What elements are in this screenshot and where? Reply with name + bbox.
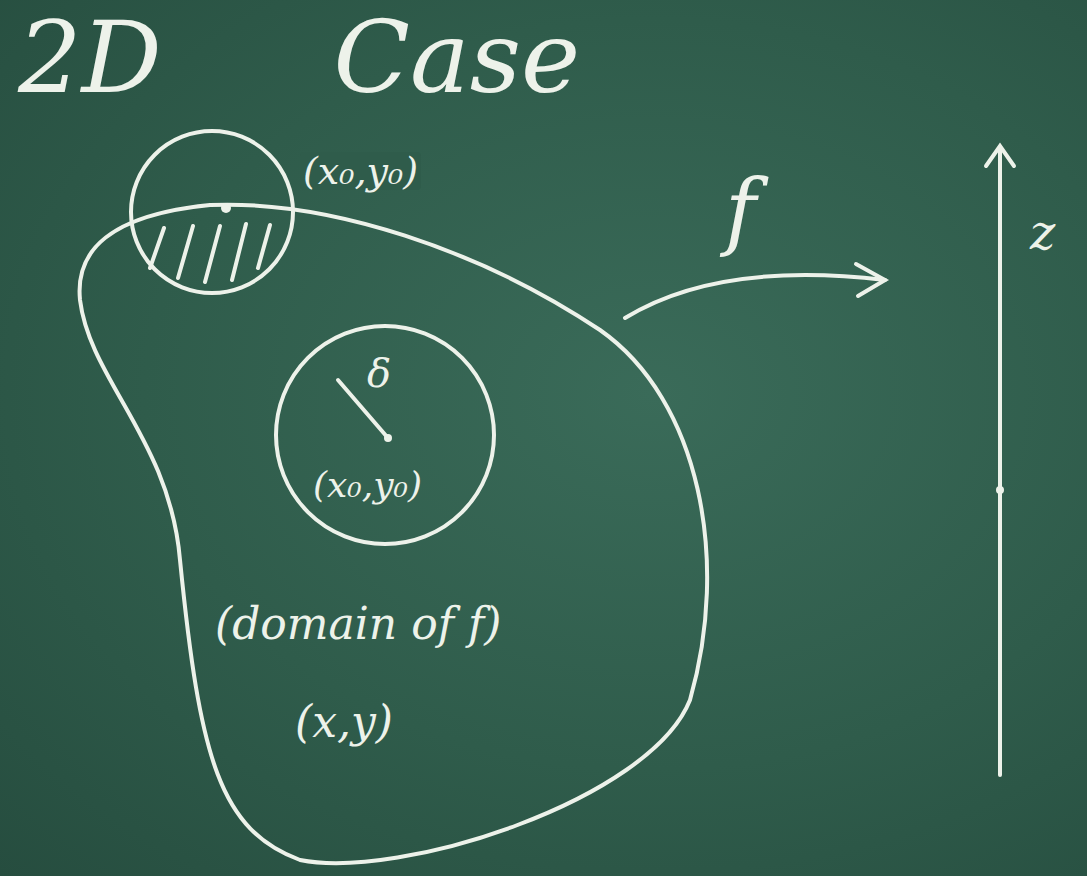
- point-label: (x₀,y₀): [300, 152, 421, 190]
- mapping-arrow: [625, 275, 885, 318]
- center-dot: [384, 434, 392, 442]
- arrow-head: [856, 264, 885, 296]
- delta-neighbourhood-shape: [276, 326, 494, 544]
- point-label: (x,y): [295, 700, 393, 744]
- neighbourhood-circle: (x₀,y₀): [128, 128, 296, 296]
- hatch-stroke: [205, 226, 220, 282]
- hatch-stroke: [232, 224, 246, 280]
- z-axis: [998, 150, 1002, 775]
- hatch-stroke: [258, 225, 270, 268]
- delta-neighbourhood: δ (x₀,y₀): [273, 323, 497, 547]
- domain-region: (domain of f) (x,y) δ (x₀,y₀): [70, 190, 730, 875]
- domain-region-shape: [80, 205, 708, 863]
- axis-label: z: [1030, 208, 1055, 256]
- axis-arrow-head: [986, 146, 1014, 166]
- delta-label: δ: [367, 353, 391, 393]
- map-label: f: [725, 168, 756, 252]
- hatch-stroke: [178, 226, 193, 278]
- hatch-stroke: [150, 228, 164, 268]
- axis-tick: [996, 486, 1004, 494]
- domain-label: (domain of f): [215, 602, 501, 646]
- domain-region-outline: [70, 190, 730, 875]
- neighbourhood-circle-shape: [131, 131, 293, 293]
- point-label: (x₀,y₀): [313, 467, 422, 503]
- neighbourhood-circle-outline: [128, 128, 296, 296]
- board-title: 2D Case: [18, 8, 580, 108]
